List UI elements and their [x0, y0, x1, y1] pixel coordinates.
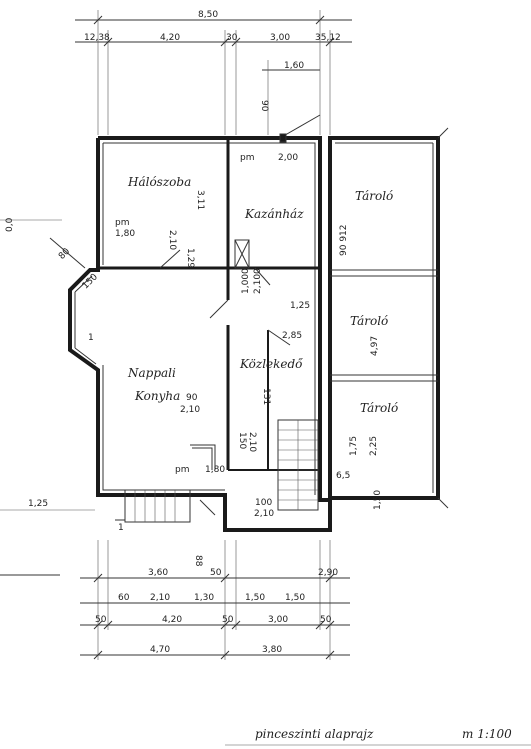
dim-65: 6,5: [336, 471, 350, 481]
dim-top-6: 1,60: [284, 61, 304, 71]
dim-1b: 1: [118, 523, 124, 533]
drawing-title: pinceszinti alaprajz: [255, 727, 374, 741]
internal-walls: [98, 138, 320, 471]
room-labels: Hálószoba Kazánház Tároló Tároló Tároló …: [127, 175, 398, 415]
inner-dimensions: pm 2,00 pm 1,80 pm 1,80 3,11 2,10 1,29 2…: [81, 153, 383, 533]
top-dimensions: 8,50 12,38 4,20 30 3,00 35,12 1,60 90: [75, 10, 352, 135]
dim-total-top: 8,50: [198, 10, 218, 20]
left-dimensions: 0,0 1,25 80: [0, 217, 95, 576]
dim-left-1: 0,0: [5, 217, 15, 232]
dim-tar-225: 2,25: [369, 436, 379, 456]
dim-b3-b: 4,20: [162, 615, 182, 625]
room-konyha: Konyha: [134, 389, 180, 403]
dim-halo-h: 3,11: [195, 190, 205, 210]
stairs-inner: [277, 419, 319, 511]
dim-tar-497: 4,97: [370, 336, 380, 356]
room-tarolo-1: Tároló: [355, 189, 393, 203]
pm-1: pm: [240, 153, 254, 163]
outer-walls: [68, 127, 449, 532]
dim-b2-d: 1,50: [245, 593, 265, 603]
dim-1000: 1,000: [241, 268, 251, 294]
dim-nap-210: 2,10: [180, 405, 200, 415]
dim-top-2: 4,20: [160, 33, 180, 43]
dim-top-5: 35,12: [315, 33, 341, 43]
dim-top-7: 90: [259, 100, 269, 112]
dim-2100: 2,100: [253, 268, 263, 294]
room-kozl: Közlekedő: [239, 357, 303, 371]
dim-nap-90: 90: [186, 393, 198, 403]
doors: [159, 114, 321, 516]
dim-b1-c: 2,90: [318, 568, 338, 578]
dim-right-150: 1,50: [373, 490, 383, 510]
dim-tar-175: 1,75: [349, 436, 359, 456]
dim-210a: 2,10: [167, 230, 177, 250]
dim-left-2: 1,25: [28, 499, 48, 509]
dim-tar-912: 90 912: [339, 225, 349, 257]
dim-b2-e: 1,50: [285, 593, 305, 603]
bottom-dimensions: 88 3,60 50 2,90 60 2,10 1,30 1,50 1,50 5…: [80, 540, 350, 660]
dim-b3-a: 50: [95, 615, 107, 625]
dim-129: 1,29: [185, 248, 195, 268]
dim-top-1: 12,38: [84, 33, 110, 43]
dim-top-3: 30: [226, 33, 238, 43]
dim-diag-80: 80: [57, 246, 72, 261]
drawing-scale: m 1:100: [462, 727, 512, 741]
dim-125: 1,25: [290, 301, 310, 311]
dim-b2-c: 1,30: [194, 593, 214, 603]
room-tarolo-3: Tároló: [360, 401, 398, 415]
dim-131: 131: [261, 388, 271, 405]
dim-1a: 1: [88, 333, 94, 343]
pm-2: pm: [115, 218, 129, 228]
room-halo: Hálószoba: [127, 175, 191, 189]
stairs-entry: [115, 489, 191, 523]
dim-b1-a: 3,60: [148, 568, 168, 578]
dim-210b: 2,10: [247, 432, 257, 452]
dim-100: 100: [255, 498, 272, 508]
room-nappali: Nappali: [127, 366, 176, 380]
dim-210c: 2,10: [254, 509, 274, 519]
room-tarolo-2: Tároló: [350, 314, 388, 328]
title-block: pinceszinti alaprajz m 1:100: [225, 727, 531, 746]
dim-b2-b: 2,10: [150, 593, 170, 603]
pm-1-val: 2,00: [278, 153, 298, 163]
dim-kozl-w: 2,85: [282, 331, 302, 341]
dim-mid: 88: [193, 555, 203, 567]
dim-b3-e: 50: [320, 615, 332, 625]
dim-top-4: 3,00: [270, 33, 290, 43]
dim-b4-a: 4,70: [150, 645, 170, 655]
pm-2-val: 1,80: [115, 229, 135, 239]
dim-150: 150: [237, 432, 247, 449]
room-kazan: Kazánház: [244, 207, 304, 221]
dim-b3-c: 50: [222, 615, 234, 625]
pm-3: pm: [175, 465, 189, 475]
dim-b1-b: 50: [210, 568, 222, 578]
dim-b4-b: 3,80: [262, 645, 282, 655]
dim-b2-a: 60: [118, 593, 130, 603]
pm-3-val: 1,80: [205, 465, 225, 475]
dim-b3-d: 3,00: [268, 615, 288, 625]
